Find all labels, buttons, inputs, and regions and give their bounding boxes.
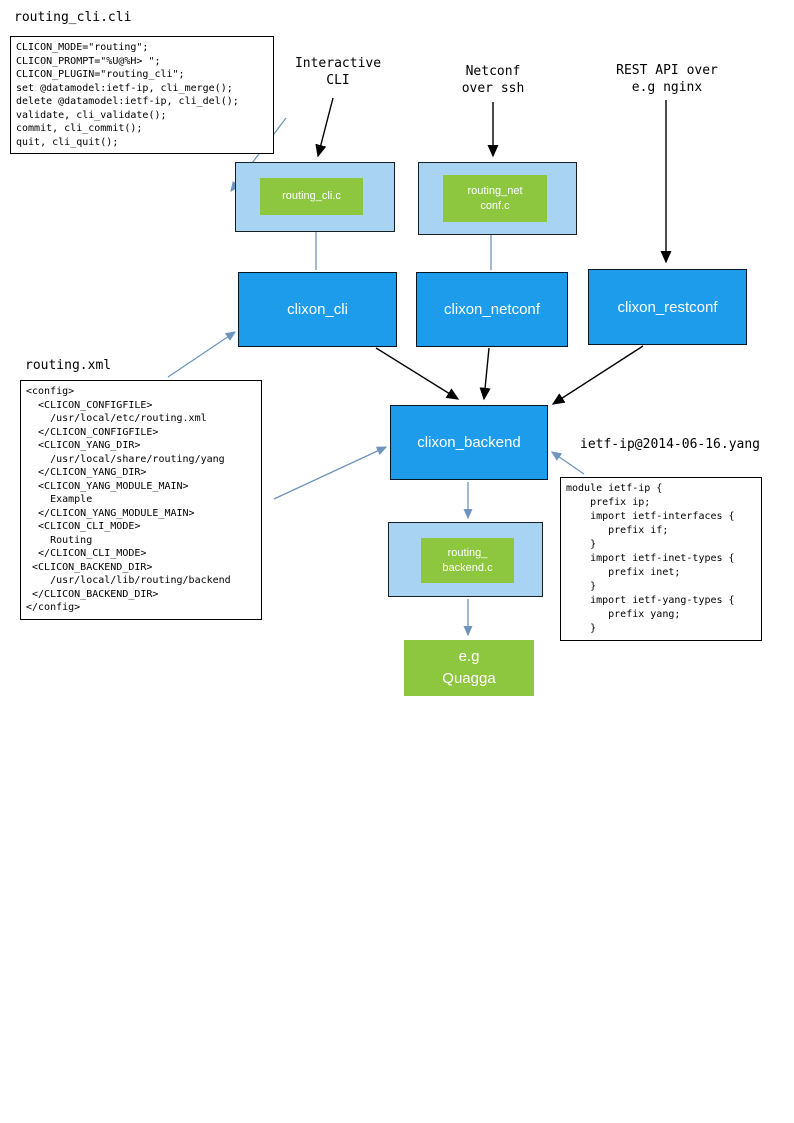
arrow-clixon-cli-to-backend: [375, 347, 460, 400]
clixon-netconf-node: clixon_netconf: [416, 272, 568, 347]
routing-netconf-c-node: routing_net conf.c: [443, 175, 547, 222]
ietf-yang-code-block: module ietf-ip { prefix ip; import ietf-…: [560, 477, 762, 641]
routing-netconf-plugin-container: routing_net conf.c: [418, 162, 577, 235]
routing-backend-c-node: routing_ backend.c: [421, 538, 514, 583]
arrow-routing-xml-to-backend: [273, 446, 388, 500]
quagga-node: e.g Quagga: [404, 640, 534, 696]
interactive-cli-label: Interactive CLI: [294, 56, 382, 88]
routing-cli-plugin-container: routing_cli.c: [235, 162, 395, 232]
routing-xml-code-block: <config> <CLICON_CONFIGFILE> /usr/local/…: [20, 380, 262, 620]
arrow-clixon-restconf-to-backend: [551, 345, 644, 405]
clixon-cli-node: clixon_cli: [238, 272, 397, 347]
netconf-over-ssh-label: Netconf over ssh: [461, 64, 525, 96]
rest-api-label: REST API over e.g nginx: [616, 63, 718, 95]
arrow-clixon-netconf-to-backend: [479, 347, 491, 401]
clixon-backend-node: clixon_backend: [390, 405, 548, 480]
routing-cli-c-node: routing_cli.c: [260, 178, 363, 215]
routing-backend-plugin-container: routing_ backend.c: [388, 522, 543, 597]
routing-cli-file-title: routing_cli.cli: [14, 10, 132, 25]
routing-cli-code-block: CLICON_MODE="routing"; CLICON_PROMPT="%U…: [10, 36, 274, 154]
arrow-routing-xml-to-clixon-cli: [167, 331, 237, 378]
clixon-restconf-node: clixon_restconf: [588, 269, 747, 345]
arrow-interactive-cli-to-routing-cli-box: [315, 97, 334, 158]
routing-xml-file-title: routing.xml: [25, 358, 112, 373]
ietf-yang-file-title: ietf-ip@2014-06-16.yang: [580, 437, 761, 452]
arrow-yang-to-backend: [550, 451, 585, 475]
